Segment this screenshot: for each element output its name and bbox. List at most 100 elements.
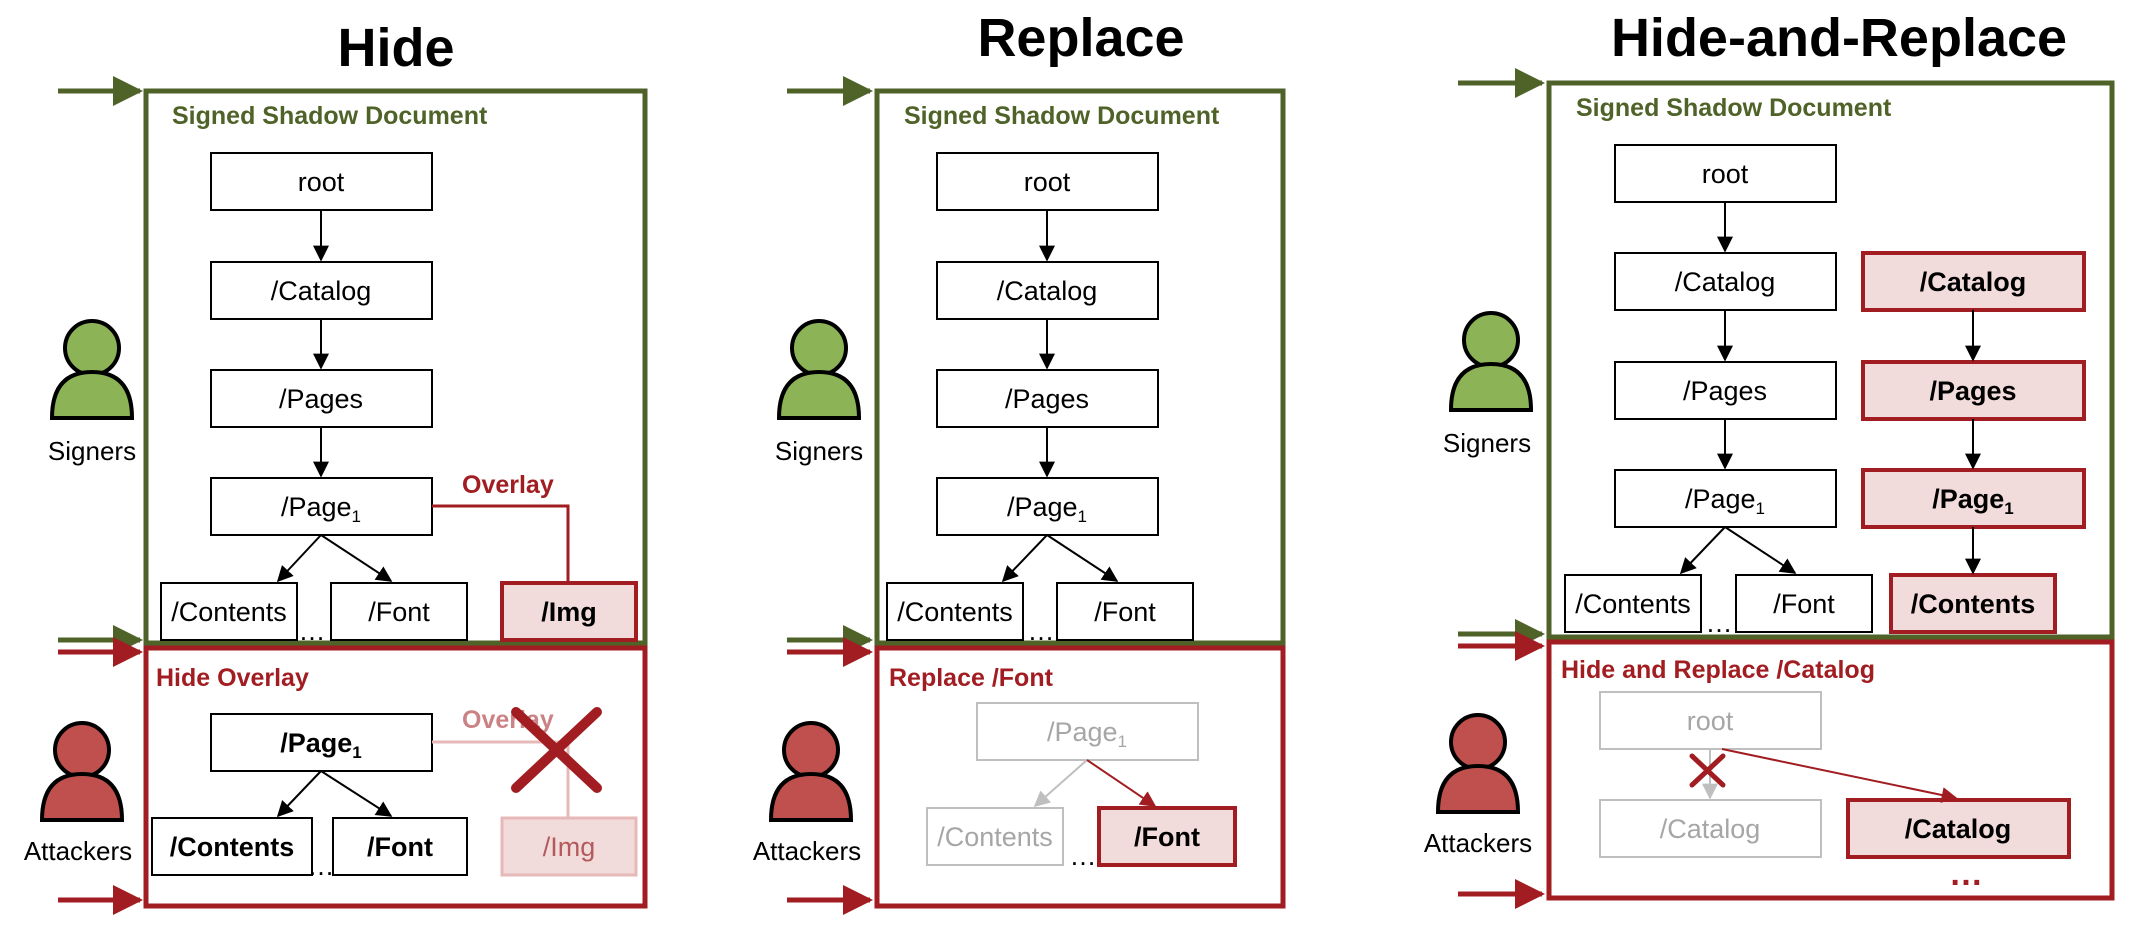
signed-shadow-document-box (1546, 80, 2115, 640)
red-node-contents-label: /Contents (1911, 589, 2036, 619)
panel-title: Hide-and-Replace (1611, 8, 2067, 68)
edge (276, 770, 322, 818)
attack-node-contents (926, 807, 1064, 866)
node-catalog-label: /Catalog (271, 276, 372, 306)
signers-label: Signers (775, 436, 863, 466)
node-catalog-label: /Catalog (997, 276, 1098, 306)
attack-node-contents (151, 817, 313, 876)
node-catalog (210, 261, 433, 320)
node-ellipsis: … (1028, 616, 1055, 646)
signers-label: Signers (1443, 428, 1531, 458)
attackers-label: Attackers (753, 836, 861, 866)
edge (320, 534, 393, 582)
node-ellipsis: … (1706, 608, 1733, 638)
cross-icon (511, 707, 602, 793)
node-pages (210, 369, 433, 428)
node-root (210, 152, 433, 211)
node-catalog (1614, 252, 1837, 311)
node-contents-label: /Contents (171, 597, 287, 627)
node-contents (886, 582, 1024, 641)
panel-title: Replace (977, 8, 1184, 68)
attackers-label: Attackers (1424, 828, 1532, 858)
red-node-catalog (1861, 251, 2086, 312)
attack-box (143, 645, 648, 909)
attack-box (1546, 639, 2115, 901)
attack-node-root-label: root (1687, 706, 1734, 736)
node-root (1614, 144, 1837, 203)
attack-node-img (500, 816, 638, 877)
attack-node-catalog (1599, 799, 1822, 858)
signer-icon (776, 319, 862, 420)
node-pages-label: /Pages (1005, 384, 1089, 414)
node-contents (160, 582, 298, 641)
attack-node-img-label: /Img (543, 832, 596, 862)
attack-node-ellipsis: … (1070, 841, 1097, 871)
signed-shadow-document-box (874, 88, 1286, 646)
node-page1 (1614, 469, 1837, 528)
signed-shadow-document-label: Signed Shadow Document (172, 102, 488, 130)
attack-node-ellipsis: … (1949, 855, 1983, 893)
node-catalog (936, 261, 1159, 320)
edge (1033, 759, 1088, 808)
node-page1 (936, 477, 1159, 536)
attacker-icon (39, 721, 125, 822)
attacker-icon (1435, 713, 1521, 814)
signers-label: Signers (48, 436, 136, 466)
red-node-page1-label: /Page1 (1932, 484, 2014, 518)
edge (320, 770, 393, 817)
attack-node-font-label: /Font (1134, 822, 1200, 852)
attack-node-red-catalog-label: /Catalog (1905, 814, 2012, 844)
node-pages-label: /Pages (1683, 376, 1767, 406)
attack-box (874, 645, 1286, 909)
panel-title: Hide (337, 18, 454, 78)
attack-node-root (1599, 691, 1822, 750)
attack-node-contents-label: /Contents (170, 832, 295, 862)
edge (1724, 526, 1797, 574)
edge (276, 534, 322, 583)
signed-shadow-document-label: Signed Shadow Document (904, 102, 1220, 130)
overlay-label: Overlay (462, 471, 554, 499)
node-contents-label: /Contents (1575, 589, 1691, 619)
overlay-link (432, 504, 570, 583)
attack-node-font-label: /Font (367, 832, 433, 862)
attack-node-font (1097, 806, 1237, 867)
attack-label: Hide Overlay (156, 664, 309, 692)
node-font (330, 582, 468, 641)
node-font-label: /Font (368, 597, 430, 627)
red-node-pages-label: /Pages (1929, 376, 2016, 406)
node-pages-label: /Pages (279, 384, 363, 414)
edge (1046, 534, 1119, 582)
attack-node-ellipsis: … (308, 851, 335, 881)
attack-node-contents-label: /Contents (937, 822, 1053, 852)
node-contents (1564, 574, 1702, 633)
red-node-pages (1861, 360, 2086, 421)
node-page1-label: /Page1 (281, 492, 361, 526)
attackers-label: Attackers (24, 836, 132, 866)
node-page1-label: /Page1 (1007, 492, 1087, 526)
edge (1721, 748, 1958, 803)
signed-shadow-document-label: Signed Shadow Document (1576, 94, 1892, 122)
attack-label: Replace /Font (889, 664, 1054, 692)
signer-icon (1448, 311, 1534, 412)
node-catalog-label: /Catalog (1675, 267, 1776, 297)
attack-node-catalog-label: /Catalog (1660, 814, 1761, 844)
signer-icon (49, 319, 135, 420)
node-ellipsis: … (299, 616, 326, 646)
attacker-icon (768, 721, 854, 822)
red-node-catalog-label: /Catalog (1920, 267, 2027, 297)
node-contents-label: /Contents (897, 597, 1013, 627)
node-font-label: /Font (1094, 597, 1156, 627)
edge (1086, 759, 1157, 807)
panel-hide-and-replace: Hide-and-Replace Signed Shadow Document … (1424, 8, 2115, 909)
panel-replace: Replace Signed Shadow Document Replace /… (753, 8, 1286, 915)
panel-hide: Hide Signed Shadow Document Hide Overlay… (24, 18, 648, 915)
cross-icon (1689, 753, 1726, 788)
attack-node-page1-label: /Page1 (1047, 717, 1127, 751)
attack-node-page1-label: /Page1 (280, 728, 362, 762)
node-root-label: root (1024, 167, 1071, 197)
node-pages (936, 369, 1159, 428)
attack-node-red-catalog (1846, 798, 2071, 859)
node-page1-label: /Page1 (1685, 484, 1765, 518)
